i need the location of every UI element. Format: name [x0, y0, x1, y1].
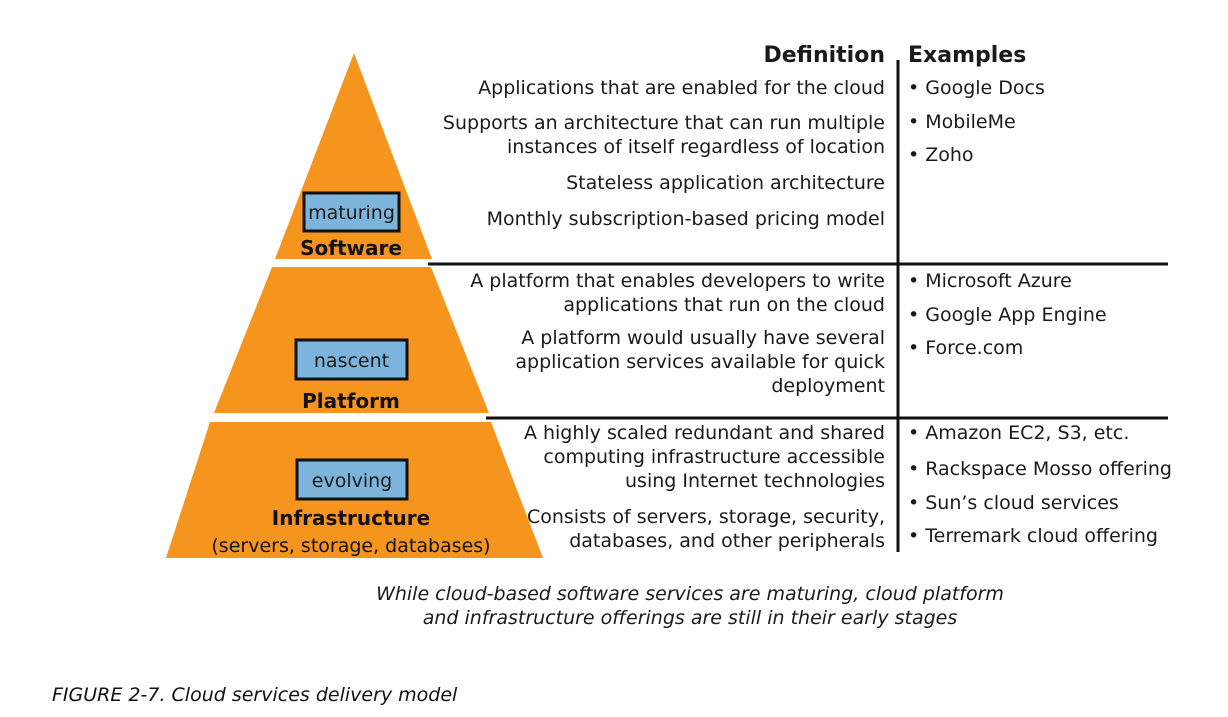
software-status-box [302, 191, 401, 233]
infrastructure-tier-subtitle: (servers, storage, databases) [211, 535, 490, 557]
infrastructure-example: • Terremark cloud offering [908, 525, 1158, 547]
platform-status-label: nascent [314, 350, 389, 372]
infrastructure-definition: Consists of servers, storage, security, … [526, 506, 885, 552]
infrastructure-status-label: evolving [312, 470, 392, 492]
software-example: • Zoho [908, 144, 974, 166]
software-definition: Applications that are enabled for the cl… [478, 77, 885, 99]
platform-status-box [294, 338, 409, 381]
platform-example: • Force.com [908, 337, 1024, 359]
diagram-caption: While cloud-based software services are … [376, 583, 1004, 629]
platform-definition: A platform that enables developers to wr… [470, 270, 885, 316]
figure-label: FIGURE 2-7. Cloud services delivery mode… [52, 684, 458, 706]
examples-header: Examples [908, 43, 1027, 68]
infrastructure-example: • Sun’s cloud services [908, 492, 1119, 514]
definition-header: Definition [763, 43, 885, 68]
software-definition: Monthly subscription-based pricing model [486, 208, 885, 230]
infrastructure-definition: A highly scaled redundant and shared com… [523, 422, 885, 492]
software-example: • MobileMe [908, 111, 1016, 133]
software-tier-label: Software [300, 236, 402, 260]
infrastructure-example: • Rackspace Mosso offering [908, 458, 1172, 480]
software-definition: Stateless application architecture [566, 172, 885, 194]
software-status-label: maturing [308, 202, 395, 224]
platform-tier-label: Platform [302, 389, 400, 413]
infrastructure-tier-label: Infrastructure [272, 506, 430, 530]
infrastructure-status-box [295, 458, 409, 501]
software-definition: Supports an architecture that can run mu… [442, 112, 885, 158]
platform-example: • Google App Engine [908, 304, 1107, 326]
software-example: • Google Docs [908, 77, 1045, 99]
infrastructure-example: • Amazon EC2, S3, etc. [908, 422, 1130, 444]
platform-definition: A platform would usually have several ap… [515, 327, 885, 397]
platform-example: • Microsoft Azure [908, 270, 1072, 292]
